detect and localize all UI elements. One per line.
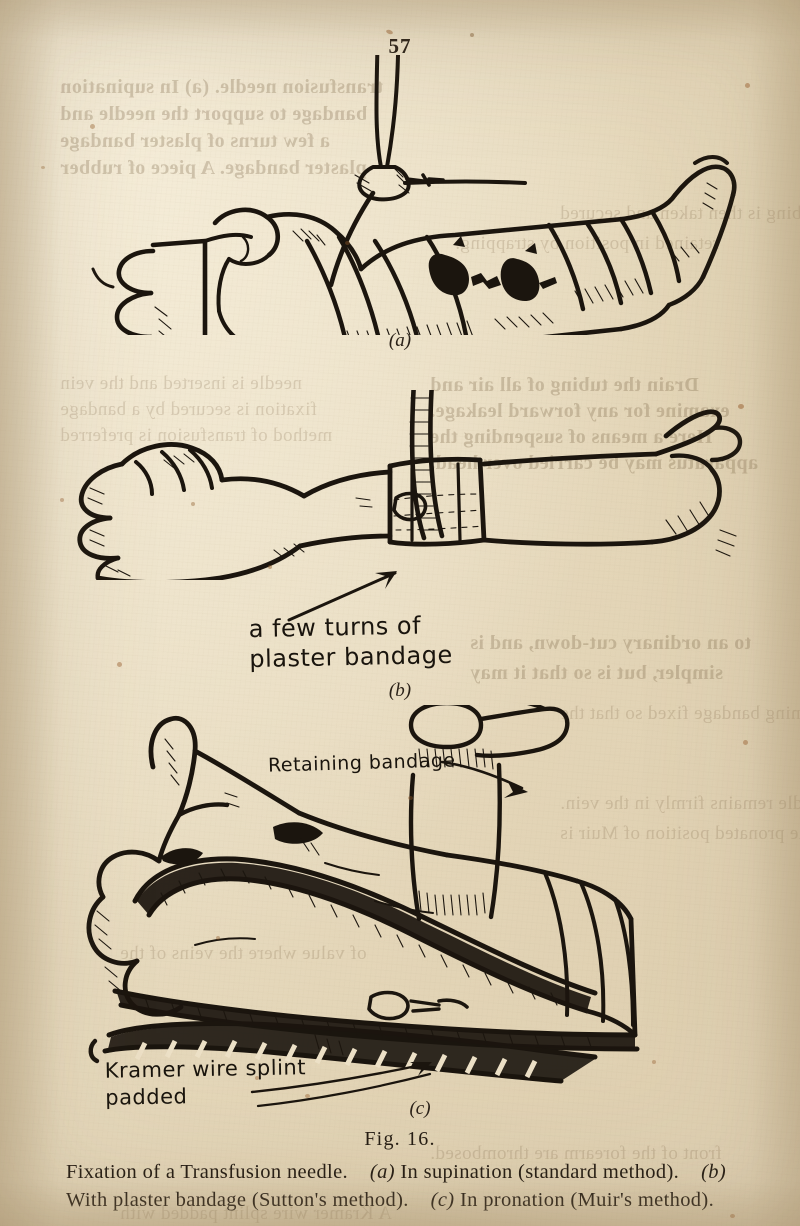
ghost-line: bandage to support the needle and: [60, 103, 368, 125]
foxing-spot: [90, 124, 95, 129]
figure-panel-b-illustration: [77, 390, 743, 580]
retaining-annotation-line-1: Retaining bandage: [267, 749, 456, 777]
caption-mark-b: (b): [701, 1161, 727, 1183]
figure-number: Fig. 16.: [0, 1128, 800, 1151]
ghost-line: Here a means of suspending the: [430, 426, 713, 448]
plaster-bandage-annotation: a few turns of plaster bandage: [248, 610, 453, 674]
ghost-line: needle is inserted and the vein: [60, 373, 302, 394]
ghost-line: apparatus may be carried over head.: [430, 452, 759, 474]
ghost-line: to an ordinary cut-down, and is: [470, 632, 752, 654]
caption-main: Fixation of a Transfusion needle.: [66, 1161, 349, 1183]
figure-caption: Fixation of a Transfusion needle. (a) In…: [66, 1158, 772, 1214]
ghost-line: method of transfusion is preferred: [60, 425, 333, 446]
retaining-bandage-annotation: Retaining bandage: [268, 749, 456, 776]
ghost-line: a few turns of plaster bandage: [60, 130, 330, 152]
ghost-line: plaster bandage. A piece of rubber: [60, 157, 367, 179]
foxing-spot: [408, 796, 413, 800]
foxing-spot: [268, 565, 272, 569]
caption-mark-a: (a): [369, 1161, 395, 1183]
ghost-line: of value where the veins of the: [120, 943, 367, 964]
figure-panel-a-illustration: [91, 55, 737, 335]
caption-text-b: With plaster bandage (Sutton's method).: [66, 1189, 409, 1211]
ghost-line: retained in position by strapping.: [455, 233, 720, 254]
ghost-line: needle remains firmly in the vein.: [560, 793, 800, 814]
ghost-line: tubing is then taken and secured: [560, 203, 800, 224]
foxing-spot: [117, 662, 122, 667]
figure-number-text: Fig. 16.: [364, 1128, 436, 1150]
foxing-spot: [41, 166, 45, 169]
caption-text-c: In pronation (Muir's method).: [459, 1189, 715, 1211]
foxing-spot: [191, 502, 195, 506]
foxing-spot: [743, 740, 748, 745]
ghost-line: transfusion needle. (a) In supination: [60, 76, 384, 98]
kramer-annotation-line-1: Kramer wire splint: [104, 1055, 307, 1083]
caption-mark-c: (c): [430, 1189, 455, 1211]
ghost-line: examine for any forward leakage.: [430, 400, 730, 422]
figure-panel-a-label: (a): [388, 330, 412, 351]
retaining-bandage-leader: [440, 760, 528, 798]
plaster-annotation-line-1: a few turns of: [248, 611, 422, 644]
ghost-line: Drain the tubing of all air and: [430, 374, 699, 396]
foxing-spot: [60, 498, 64, 502]
kramer-annotation-line-2: padded: [105, 1084, 188, 1110]
figure-panel-c-label: (c): [409, 1098, 431, 1119]
kramer-splint-annotation: Kramer wire splint padded: [105, 1054, 307, 1112]
page-number: 57: [388, 34, 412, 58]
ghost-line: fixation is secured by a bandage: [60, 399, 318, 420]
foxing-spot: [345, 241, 350, 245]
figure-panel-b-label: (b): [388, 680, 412, 701]
foxing-spot: [738, 404, 744, 409]
foxing-spot: [652, 1060, 656, 1064]
foxing-spot: [216, 936, 220, 940]
foxing-spot: [730, 1214, 735, 1218]
caption-text-a: In supination (standard method).: [400, 1161, 680, 1183]
ghost-line: The pronated position of Muir is: [560, 823, 800, 844]
ghost-line: Retaining bandage fixed so that the: [560, 703, 800, 724]
foxing-spot: [745, 83, 750, 88]
plaster-annotation-line-2: plaster bandage: [249, 640, 453, 674]
ghost-line: simpler, but is so that it may: [470, 662, 723, 684]
